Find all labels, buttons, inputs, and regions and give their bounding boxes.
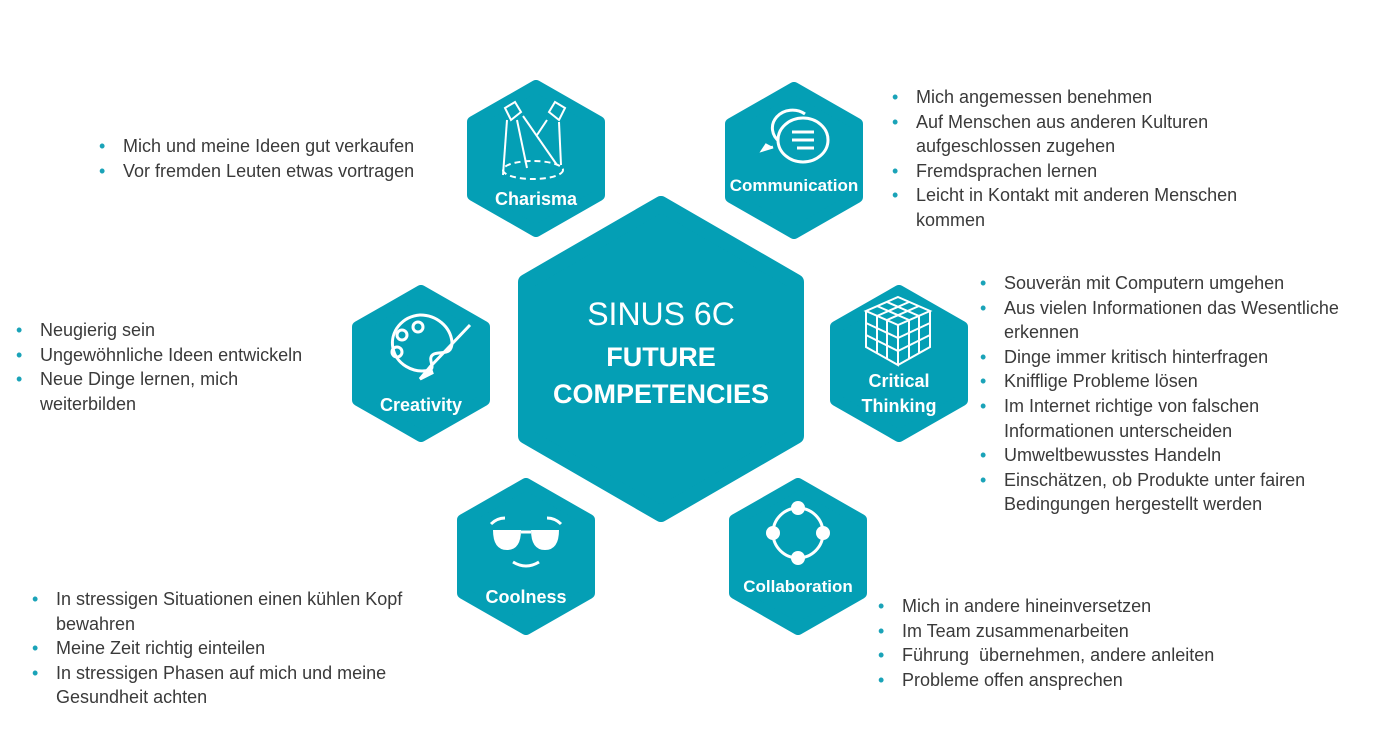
communication-label: Communication xyxy=(729,176,859,195)
creativity-hexagon: Creativity xyxy=(352,285,490,442)
spotlights-icon xyxy=(502,100,567,180)
list-item: Auf Menschen aus anderen Kulturen aufges… xyxy=(892,110,1272,159)
list-item: Meine Zeit richtig einteilen xyxy=(32,636,432,661)
critical-thinking-label-2: Thinking xyxy=(861,396,937,416)
list-item: Mich angemessen benehmen xyxy=(892,85,1272,110)
center-subtitle-1: FUTURE xyxy=(606,342,716,372)
list-item: Aus vielen Informationen das Wesentliche… xyxy=(980,296,1365,345)
communication-list: Mich angemessen benehmen Auf Menschen au… xyxy=(892,85,1272,233)
collaboration-label: Collaboration xyxy=(743,577,853,596)
list-item: Mich und meine Ideen gut verkaufen xyxy=(99,134,459,159)
creativity-list: Neugierig sein Ungewöhnliche Ideen entwi… xyxy=(16,318,336,416)
critical-thinking-label-1: Critical xyxy=(868,371,930,391)
center-subtitle-2: COMPETENCIES xyxy=(552,379,770,409)
communication-hexagon: Communication xyxy=(725,82,863,239)
list-item: Knifflige Probleme lösen xyxy=(980,369,1365,394)
critical-thinking-list: Souverän mit Computern umgehen Aus viele… xyxy=(980,271,1365,517)
list-item: Neue Dinge lernen, mich weiterbilden xyxy=(16,367,270,416)
list-item: Mich in andere hineinversetzen xyxy=(878,594,1278,619)
list-item: Leicht in Kontakt mit anderen Menschen k… xyxy=(892,183,1272,232)
coolness-hexagon: Coolness xyxy=(457,478,595,635)
list-item: Führung übernehmen, andere anleiten xyxy=(878,643,1278,668)
network-circle-icon xyxy=(766,501,830,565)
sunglasses-smiley-icon xyxy=(489,516,563,568)
list-item: In stressigen Situationen einen kühlen K… xyxy=(32,587,432,636)
list-item: Im Internet richtige von falschen Inform… xyxy=(980,394,1294,443)
list-item: Souverän mit Computern umgehen xyxy=(980,271,1365,296)
list-item: Umweltbewusstes Handeln xyxy=(980,443,1365,468)
charisma-label: Charisma xyxy=(494,189,578,209)
center-hexagon: SINUS 6C FUTURE COMPETENCIES xyxy=(518,196,804,522)
paint-palette-icon xyxy=(390,313,472,381)
center-title: SINUS 6C xyxy=(587,296,735,332)
list-item: Vor fremden Leuten etwas vortragen xyxy=(99,159,459,184)
list-item: Neugierig sein xyxy=(16,318,336,343)
coolness-label: Coolness xyxy=(485,587,567,607)
creativity-label: Creativity xyxy=(379,395,463,415)
list-item: Einschätzen, ob Produkte unter fairen Be… xyxy=(980,468,1334,517)
list-item: Fremdsprachen lernen xyxy=(892,159,1272,184)
list-item: Probleme offen ansprechen xyxy=(878,668,1278,693)
charisma-list: Mich und meine Ideen gut verkaufen Vor f… xyxy=(99,134,459,183)
collaboration-list: Mich in andere hineinversetzen Im Team z… xyxy=(878,594,1278,692)
rubiks-cube-icon xyxy=(863,295,933,367)
speech-bubbles-icon xyxy=(759,108,830,164)
list-item: Ungewöhnliche Ideen entwickeln xyxy=(16,343,336,368)
charisma-hexagon: Charisma xyxy=(467,80,605,237)
list-item: Dinge immer kritisch hinterfragen xyxy=(980,345,1365,370)
list-item: In stressigen Phasen auf mich und meine … xyxy=(32,661,406,710)
list-item: Im Team zusammenarbeiten xyxy=(878,619,1278,644)
coolness-list: In stressigen Situationen einen kühlen K… xyxy=(32,587,432,710)
collaboration-hexagon: Collaboration xyxy=(729,478,867,635)
critical-thinking-hexagon: Critical Thinking xyxy=(830,285,968,442)
